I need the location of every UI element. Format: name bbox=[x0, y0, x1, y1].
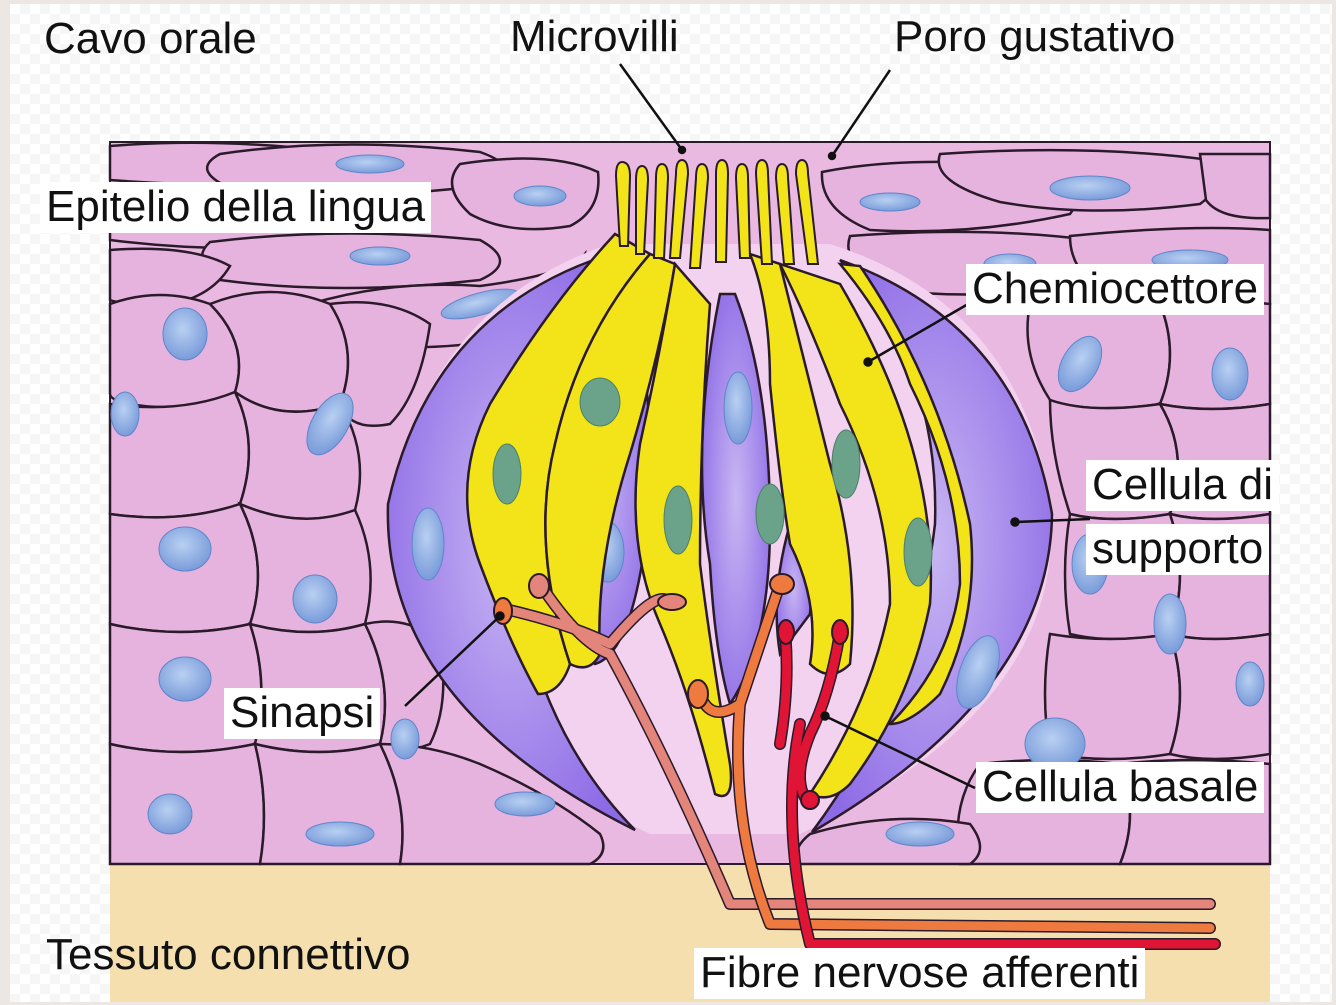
label-cavo-orale: Cavo orale bbox=[44, 14, 257, 65]
label-cellula-basale: Cellula basale bbox=[976, 762, 1264, 813]
label-chemiocettore: Chemiocettore bbox=[966, 264, 1264, 315]
label-epitelio: Epitelio della lingua bbox=[40, 182, 431, 233]
label-cellula-supporto-1: Cellula di bbox=[1086, 460, 1279, 511]
label-sinapsi: Sinapsi bbox=[224, 688, 380, 739]
label-poro-gustativo: Poro gustativo bbox=[894, 12, 1175, 63]
diagram-canvas: Cavo orale Microvilli Poro gustativo Epi… bbox=[10, 4, 1332, 1002]
label-microvilli: Microvilli bbox=[510, 12, 679, 63]
label-tessuto-connettivo: Tessuto connettivo bbox=[46, 930, 410, 981]
label-cellula-supporto-2: supporto bbox=[1086, 524, 1269, 575]
label-fibre-nervose: Fibre nervose afferenti bbox=[694, 948, 1145, 999]
